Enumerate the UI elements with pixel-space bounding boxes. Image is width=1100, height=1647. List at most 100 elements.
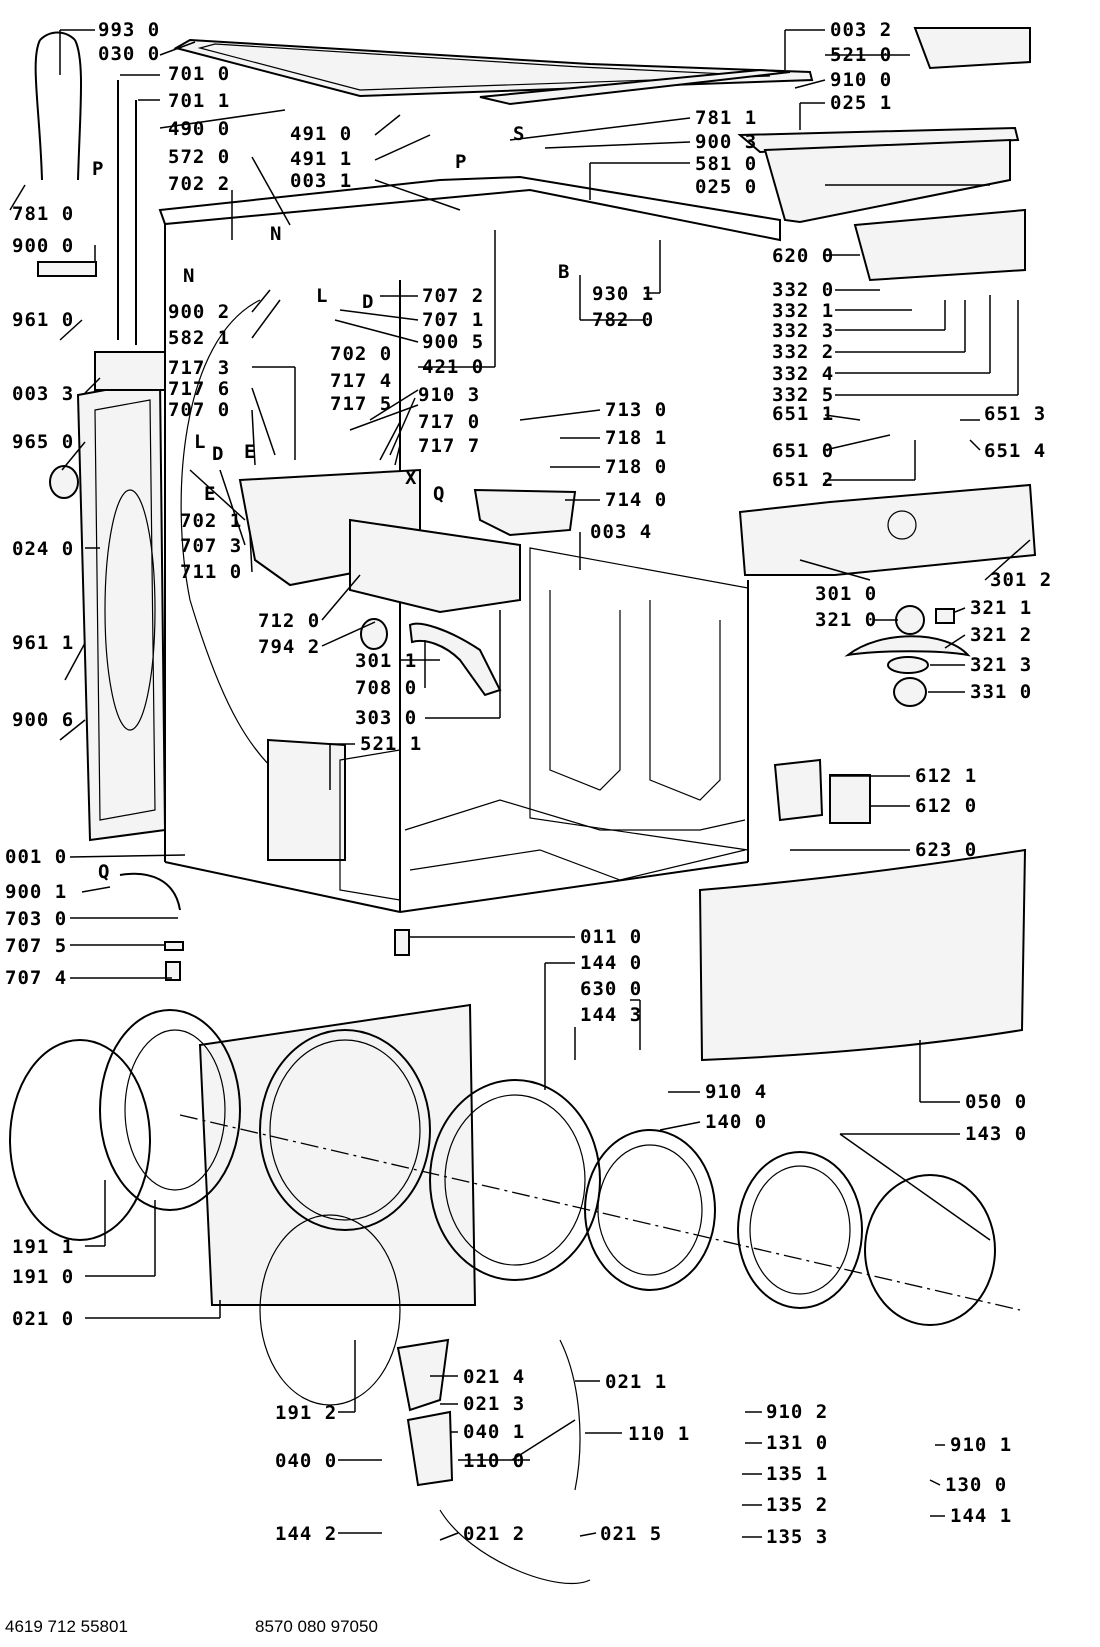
callout-label: 490 0 bbox=[168, 118, 230, 140]
callout-label: 718 0 bbox=[605, 456, 667, 478]
callout-label: 131 0 bbox=[766, 1432, 828, 1454]
callout-label: 623 0 bbox=[915, 839, 977, 861]
callout-label: 900 6 bbox=[12, 709, 74, 731]
callout-label: 321 3 bbox=[970, 654, 1032, 676]
callout-label: 301 1 bbox=[355, 650, 417, 672]
callout-label: 021 0 bbox=[12, 1308, 74, 1330]
letter-marker: B bbox=[558, 261, 570, 283]
svg-text:N: N bbox=[183, 265, 195, 287]
callout-label: 708 0 bbox=[355, 677, 417, 699]
callout-label: 321 1 bbox=[970, 597, 1032, 619]
footer-code-right: 8570 080 97050 bbox=[255, 1617, 378, 1636]
letter-marker: X bbox=[405, 467, 417, 489]
callout-label: 572 0 bbox=[168, 146, 230, 168]
callout-label: 050 0 bbox=[965, 1091, 1027, 1113]
callout-label: 701 0 bbox=[168, 63, 230, 85]
callout-label: 332 4 bbox=[772, 363, 834, 385]
callout-label: 332 5 bbox=[772, 384, 834, 406]
callout-label: 717 0 bbox=[418, 411, 480, 433]
callout-label: 930 1 bbox=[592, 283, 654, 305]
callout-label: 717 6 bbox=[168, 378, 230, 400]
callout-label: 910 1 bbox=[950, 1434, 1012, 1456]
leader-lines bbox=[9, 29, 1031, 1541]
callout-label: 651 0 bbox=[772, 440, 834, 462]
callout-label: 003 1 bbox=[290, 170, 352, 192]
letter-marker: P bbox=[455, 151, 467, 173]
callout-label: 144 3 bbox=[580, 1004, 642, 1026]
callout-label: 021 5 bbox=[600, 1523, 662, 1545]
footer-code-left: 4619 712 55801 bbox=[5, 1617, 128, 1636]
callout-label: 301 2 bbox=[990, 569, 1052, 591]
callout-label: 003 3 bbox=[12, 383, 74, 405]
letter-marker: S bbox=[513, 123, 525, 145]
callout-label: 143 0 bbox=[965, 1123, 1027, 1145]
callout-label: 900 1 bbox=[5, 881, 67, 903]
callout-label: 021 2 bbox=[463, 1523, 525, 1545]
callout-label: 332 0 bbox=[772, 279, 834, 301]
callout-label: 140 0 bbox=[705, 1111, 767, 1133]
callout-label: 001 0 bbox=[5, 846, 67, 868]
callout-label: 421 0 bbox=[422, 356, 484, 378]
callout-label: 021 4 bbox=[463, 1366, 525, 1388]
letter-marker: L bbox=[194, 431, 206, 453]
callout-label: 707 2 bbox=[422, 285, 484, 307]
callout-label: 612 1 bbox=[915, 765, 977, 787]
callout-label: 110 1 bbox=[628, 1423, 690, 1445]
callout-label: 900 2 bbox=[168, 301, 230, 323]
callout-label: 910 4 bbox=[705, 1081, 767, 1103]
callouts-right: 003 2 521 0 910 0 025 1 781 1 900 3 581 … bbox=[330, 19, 1052, 1548]
callout-label: 707 0 bbox=[168, 399, 230, 421]
callout-label: 993 0 bbox=[98, 19, 160, 41]
callout-label: 961 0 bbox=[12, 309, 74, 331]
callout-label: 961 1 bbox=[12, 632, 74, 654]
callout-label: 030 0 bbox=[98, 43, 160, 65]
callout-label: 130 0 bbox=[945, 1474, 1007, 1496]
callout-label: 703 0 bbox=[5, 908, 67, 930]
callout-label: 702 0 bbox=[330, 343, 392, 365]
callout-label: 782 0 bbox=[592, 309, 654, 331]
callout-label: 332 2 bbox=[772, 341, 834, 363]
callout-label: 331 0 bbox=[970, 681, 1032, 703]
letter-marker: Q bbox=[433, 483, 445, 505]
callout-label: 707 3 bbox=[180, 535, 242, 557]
callout-label: 521 0 bbox=[830, 44, 892, 66]
callout-label: 144 2 bbox=[275, 1523, 337, 1545]
callout-label: 332 3 bbox=[772, 320, 834, 342]
callout-label: 781 0 bbox=[12, 203, 74, 225]
letter-marker: E bbox=[204, 483, 216, 505]
letter-marker: N bbox=[270, 223, 282, 245]
callout-label: 040 1 bbox=[463, 1421, 525, 1443]
letter-marker: L bbox=[316, 285, 328, 307]
callout-label: 025 0 bbox=[695, 176, 757, 198]
callout-label: 965 0 bbox=[12, 431, 74, 453]
callout-label: 110 0 bbox=[463, 1450, 525, 1472]
letter-markers: P N S P B L D E L D E X Q Q N bbox=[92, 123, 570, 883]
letter-marker: D bbox=[212, 443, 224, 465]
callout-label: 491 0 bbox=[290, 123, 352, 145]
callout-label: 717 4 bbox=[330, 370, 392, 392]
callout-label: 581 0 bbox=[695, 153, 757, 175]
callout-label: 651 3 bbox=[984, 403, 1046, 425]
callout-label: 321 0 bbox=[815, 609, 877, 631]
callout-label: 630 0 bbox=[580, 978, 642, 1000]
callout-label: 144 0 bbox=[580, 952, 642, 974]
callout-label: 910 0 bbox=[830, 69, 892, 91]
callout-label: 301 0 bbox=[815, 583, 877, 605]
callout-label: 025 1 bbox=[830, 92, 892, 114]
letter-marker: P bbox=[92, 158, 104, 180]
callout-label: 651 4 bbox=[984, 440, 1046, 462]
part-drawings bbox=[9, 27, 1037, 1585]
callout-label: 191 0 bbox=[12, 1266, 74, 1288]
callout-label: 900 5 bbox=[422, 331, 484, 353]
callout-label: 702 1 bbox=[180, 510, 242, 532]
callout-label: 910 2 bbox=[766, 1401, 828, 1423]
callout-label: 303 0 bbox=[355, 707, 417, 729]
callout-label: 714 0 bbox=[605, 489, 667, 511]
callout-label: 521 1 bbox=[360, 733, 422, 755]
callout-label: 651 1 bbox=[772, 403, 834, 425]
callout-label: 707 1 bbox=[422, 309, 484, 331]
callout-label: 491 1 bbox=[290, 148, 352, 170]
callout-label: 701 1 bbox=[168, 90, 230, 112]
callout-label: 711 0 bbox=[180, 561, 242, 583]
